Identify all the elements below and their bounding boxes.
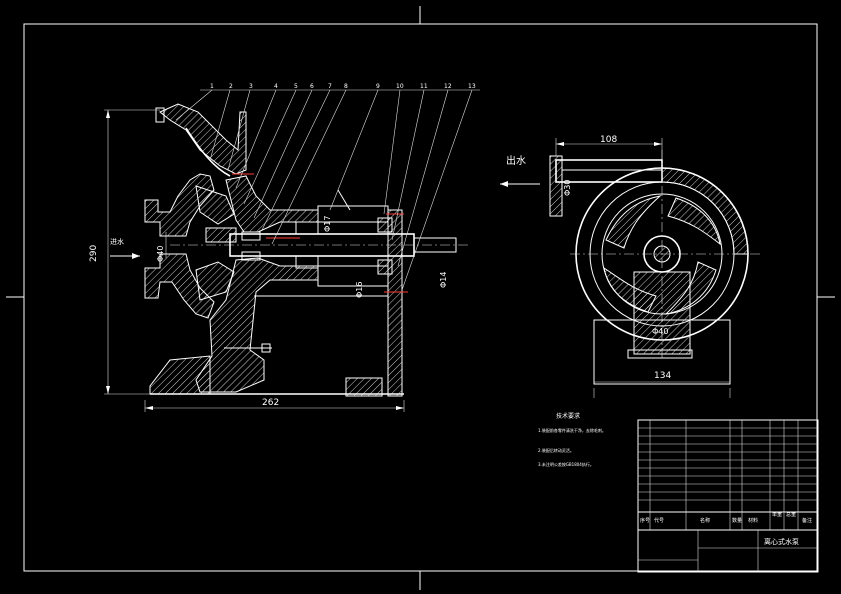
- part-number: 4: [274, 83, 278, 90]
- part-number: 2: [229, 83, 233, 90]
- tech-req-title: 技术要求: [556, 412, 580, 420]
- tech-req-line: 3.未注明公差按GB1804执行。: [538, 461, 594, 467]
- sheet-frame: [6, 6, 835, 590]
- col-header: 备注: [802, 517, 812, 524]
- part-number: 10: [396, 83, 404, 90]
- dim-shaft-2: Φ14: [439, 272, 448, 288]
- tech-req-line: 2.装配后转动灵活。: [538, 447, 574, 453]
- dim-top-width: 108: [600, 135, 617, 145]
- col-header: 代号: [654, 517, 664, 524]
- section-view: [144, 103, 470, 397]
- front-dimensions: 290 262 Φ40 Φ17 Φ14 Φ16 进水: [89, 109, 448, 412]
- side-dimensions: 108 Φ30 Φ40 134 出水: [500, 135, 731, 398]
- part-number: 12: [444, 83, 452, 90]
- dim-width: 262: [262, 398, 279, 408]
- dim-outlet: Φ30: [563, 180, 572, 196]
- dim-shaft-1: Φ17: [323, 216, 332, 232]
- col-header: 序号: [640, 517, 650, 524]
- technical-requirements: 技术要求 1.装配前各零件清洗干净，去除毛刺。 2.装配后转动灵活。 3.未注明…: [538, 412, 606, 467]
- dim-base-dia: Φ40: [652, 327, 668, 336]
- part-number: 6: [310, 83, 314, 90]
- title-block: 序号 代号 名称 数量 材料 单重 总重 备注 离心式水泵: [637, 419, 819, 573]
- col-header: 总重: [786, 511, 796, 518]
- dim-base-width: 134: [654, 371, 671, 381]
- flow-in-label: 进水: [110, 237, 124, 246]
- dim-shaft-3: Φ16: [355, 282, 364, 298]
- col-header: 单重: [772, 511, 782, 518]
- part-number-labels: 1 2 3 4 5 6 7 8 9 10 11 12 13: [210, 83, 476, 90]
- part-number: 9: [376, 83, 380, 90]
- dim-inlet: Φ40: [156, 246, 165, 262]
- tech-req-line: 1.装配前各零件清洗干净，去除毛刺。: [538, 427, 606, 433]
- col-header: 数量: [732, 517, 742, 524]
- part-number: 13: [468, 83, 476, 90]
- part-number: 3: [249, 83, 253, 90]
- dim-height: 290: [89, 245, 99, 262]
- col-header: 名称: [700, 517, 710, 524]
- part-number: 11: [420, 83, 428, 90]
- part-number: 5: [294, 83, 298, 90]
- flow-out-label: 出水: [506, 154, 526, 167]
- part-number: 7: [328, 83, 332, 90]
- drawing-name: 离心式水泵: [764, 537, 799, 546]
- part-leaders: [175, 89, 480, 291]
- part-number: 1: [210, 83, 214, 90]
- part-number: 8: [344, 83, 348, 90]
- side-view: [549, 150, 760, 385]
- col-header: 材料: [748, 517, 758, 524]
